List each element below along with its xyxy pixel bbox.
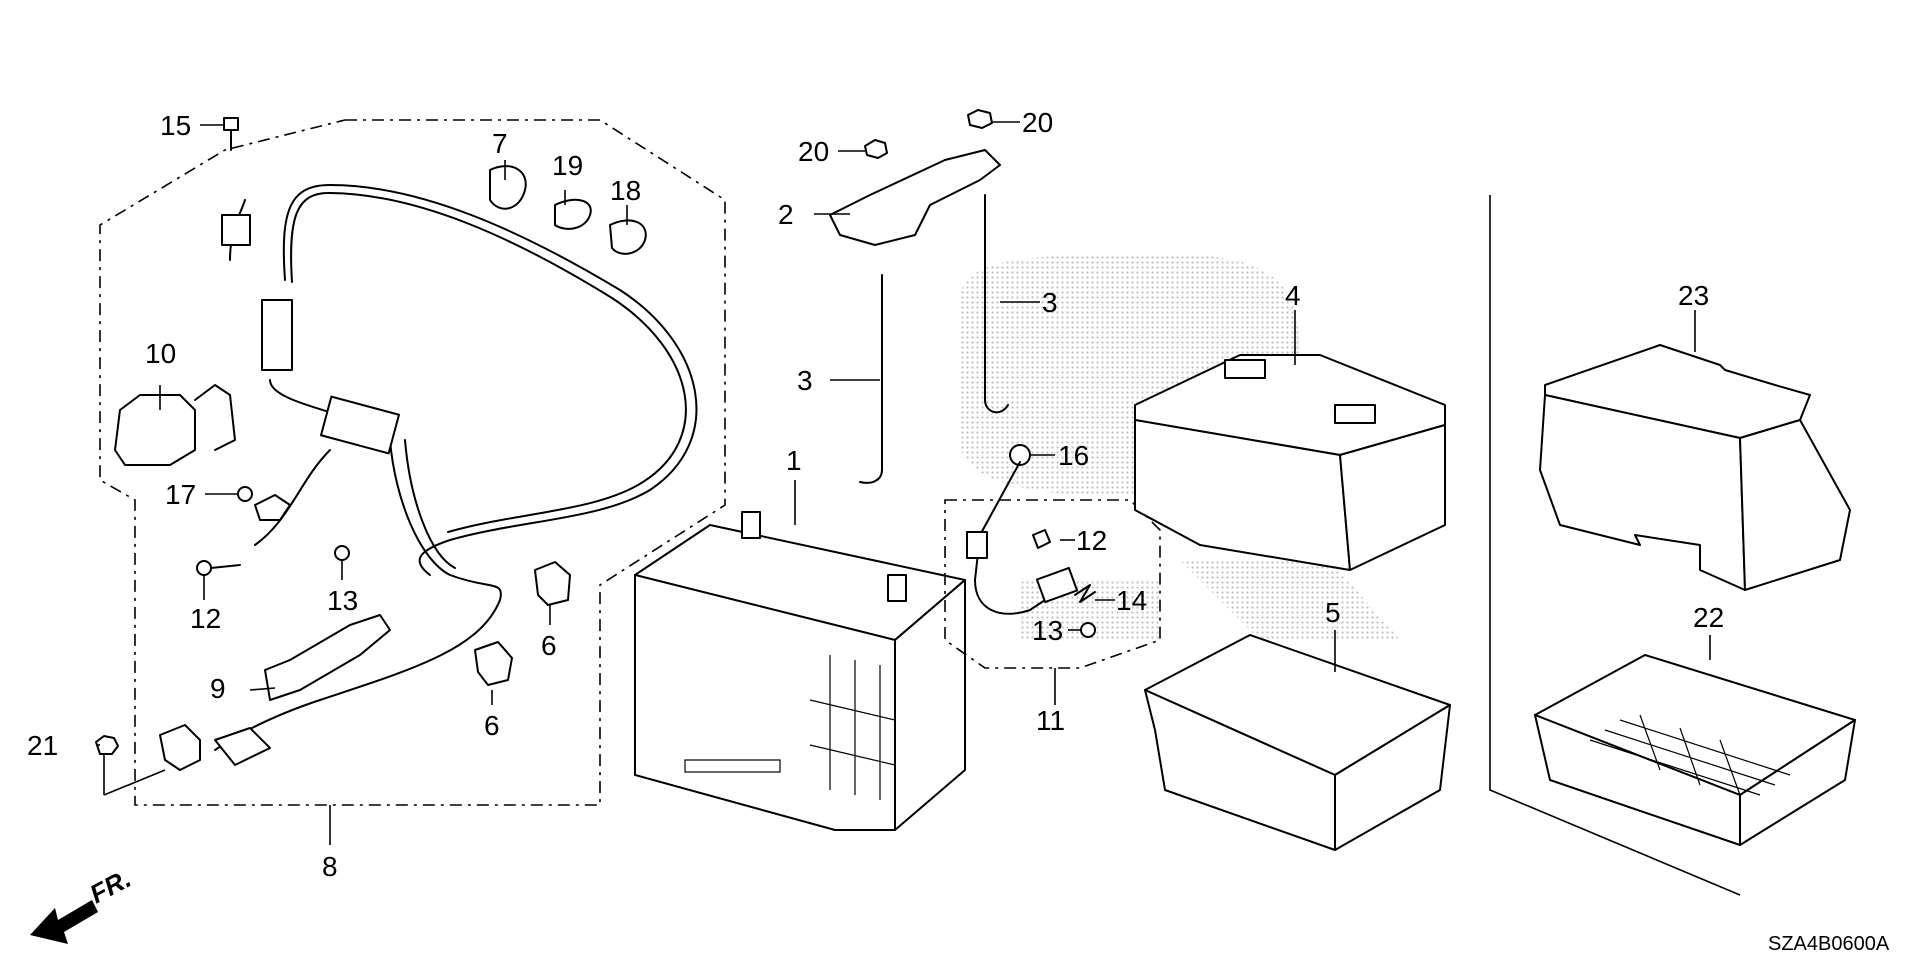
nut-21 bbox=[95, 735, 119, 755]
leader-lines bbox=[96, 121, 1711, 845]
harness-connector bbox=[221, 214, 251, 246]
fuse-box-bracket bbox=[194, 384, 236, 451]
terminal-cover bbox=[264, 614, 391, 701]
battery-tray-front bbox=[1144, 689, 1336, 851]
battery-box-hole bbox=[1334, 404, 1376, 424]
nut-13 bbox=[334, 545, 350, 561]
harness-clip bbox=[489, 165, 527, 210]
harness-group-boundary bbox=[99, 119, 726, 806]
ground-terminal bbox=[159, 724, 201, 771]
ground-cable-boot bbox=[214, 727, 271, 766]
flange-nut bbox=[864, 139, 888, 159]
terminal-lug bbox=[254, 494, 291, 521]
callout-1: 1 bbox=[786, 445, 802, 476]
callout-17: 17 bbox=[165, 479, 196, 510]
harness-clip bbox=[609, 219, 647, 255]
front-direction-indicator: FR. bbox=[30, 863, 136, 944]
callout-12b: 12 bbox=[1076, 525, 1107, 556]
callout-20b: 20 bbox=[1022, 107, 1053, 138]
battery bbox=[634, 511, 966, 831]
harness-cable bbox=[290, 191, 687, 533]
callout-3b: 3 bbox=[1042, 287, 1058, 318]
battery-box-side bbox=[1339, 424, 1446, 571]
battery-cell-grid bbox=[684, 655, 896, 800]
setting-bolt bbox=[859, 274, 883, 484]
battery-box-front bbox=[1134, 419, 1351, 571]
cable-eye-terminal bbox=[966, 531, 988, 559]
callout-12a: 12 bbox=[190, 603, 221, 634]
callout-10: 10 bbox=[145, 338, 176, 369]
callout-18: 18 bbox=[610, 175, 641, 206]
harness-cable bbox=[282, 184, 698, 576]
callout-21: 21 bbox=[27, 730, 58, 761]
battery-terminal-positive bbox=[741, 511, 761, 539]
diagram-code: SZA4B0600A bbox=[1768, 933, 1890, 955]
battery-cable bbox=[974, 461, 1046, 615]
battery-terminal-negative bbox=[887, 574, 907, 602]
wire-harness-group bbox=[95, 117, 726, 806]
battery-tray-side bbox=[1334, 704, 1451, 851]
battery-box-hole bbox=[1224, 359, 1266, 379]
bolt-12-shank bbox=[210, 564, 241, 569]
callout-3a: 3 bbox=[797, 365, 813, 396]
callouts: 1 2 3 3 4 5 6 6 7 8 9 10 11 12 12 13 13 … bbox=[27, 107, 1724, 882]
setting-bolt bbox=[984, 194, 1009, 414]
harness-clip bbox=[554, 198, 592, 230]
section-divider bbox=[1489, 195, 1741, 896]
callout-9: 9 bbox=[210, 673, 226, 704]
callout-22: 22 bbox=[1693, 602, 1724, 633]
callout-8: 8 bbox=[322, 851, 338, 882]
callout-2: 2 bbox=[778, 199, 794, 230]
callout-20a: 20 bbox=[798, 136, 829, 167]
spring-washer-14 bbox=[1074, 584, 1096, 603]
callout-7: 7 bbox=[492, 128, 508, 159]
fuse-box-cover bbox=[114, 394, 196, 466]
battery-tray-22-grid bbox=[1589, 714, 1791, 796]
bolt-15-head bbox=[223, 117, 239, 131]
callout-14: 14 bbox=[1116, 585, 1147, 616]
nut-13-small bbox=[1080, 622, 1096, 638]
harness-cable bbox=[214, 439, 502, 751]
battery-cover bbox=[1539, 344, 1851, 591]
harness-junction-block bbox=[320, 395, 400, 455]
callout-16: 16 bbox=[1058, 440, 1089, 471]
callout-13a: 13 bbox=[327, 585, 358, 616]
front-arrow-icon bbox=[30, 900, 98, 944]
harness-cable bbox=[254, 449, 331, 546]
battery-setting-plate bbox=[829, 149, 1001, 246]
flange-nut bbox=[967, 109, 993, 129]
callout-23: 23 bbox=[1678, 280, 1709, 311]
battery-tray-22-side bbox=[1739, 719, 1856, 846]
callout-4: 4 bbox=[1285, 280, 1301, 311]
bolt-12-small bbox=[1032, 529, 1051, 549]
harness-cable bbox=[404, 439, 456, 569]
bolt-12-head bbox=[196, 560, 212, 576]
battery-terminal-clamp bbox=[1035, 566, 1079, 604]
battery-cover-side bbox=[1739, 419, 1851, 591]
harness-holder bbox=[534, 561, 571, 606]
callout-11: 11 bbox=[1036, 705, 1065, 736]
battery-side bbox=[894, 579, 966, 831]
callout-13b: 13 bbox=[1032, 615, 1063, 646]
battery-tray bbox=[1144, 634, 1451, 851]
harness-holder bbox=[474, 641, 513, 686]
callout-6b: 6 bbox=[484, 710, 500, 741]
harness-connector bbox=[261, 299, 293, 371]
callout-19: 19 bbox=[552, 150, 583, 181]
nut-17 bbox=[237, 486, 253, 502]
callout-15: 15 bbox=[160, 110, 191, 141]
callout-5: 5 bbox=[1325, 597, 1341, 628]
battery-tray-22 bbox=[1534, 654, 1856, 846]
callout-6a: 6 bbox=[541, 630, 557, 661]
battery-box bbox=[1134, 354, 1446, 571]
